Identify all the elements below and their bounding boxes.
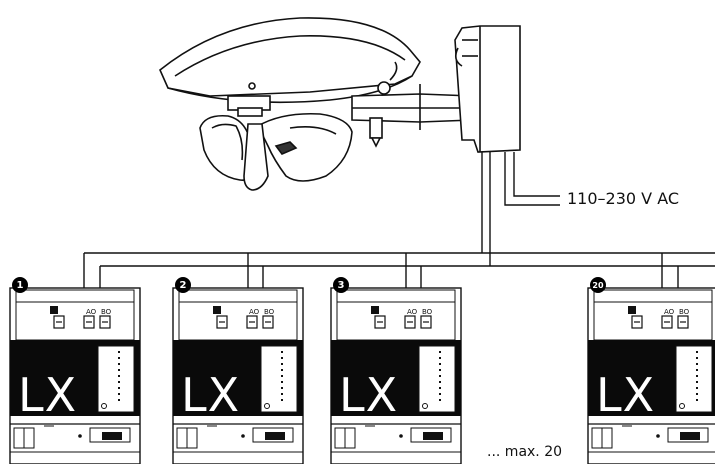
din-rail-module-icon: AO BO <box>9 287 141 465</box>
port-a-label: AO <box>86 308 97 316</box>
module-number-badge: 20 <box>590 277 606 293</box>
port-b-label: BO <box>422 308 433 316</box>
port-a-label: AO <box>249 308 260 316</box>
max-modules-label: ... max. 20 <box>487 444 563 460</box>
port-b-label: BO <box>101 308 112 316</box>
module-logo: LX <box>18 368 78 422</box>
module-number-badge: 1 <box>12 277 28 293</box>
port-b-label: BO <box>264 308 275 316</box>
module-number-badge: 3 <box>333 277 349 293</box>
module-logo: LX <box>339 368 399 422</box>
light-sensor-icon <box>159 17 521 191</box>
module-number-badge: 2 <box>175 277 191 293</box>
din-rail-module-icon: AO BO <box>587 287 715 465</box>
din-rail-module-icon: AO BO <box>330 287 462 465</box>
port-b-label: BO <box>679 308 690 316</box>
port-a-label: AO <box>664 308 675 316</box>
supply-voltage-label: 110–230 V AC <box>567 189 680 208</box>
port-a-label: AO <box>407 308 418 316</box>
module-logo: LX <box>596 368 656 422</box>
module-logo: LX <box>181 368 241 422</box>
din-rail-module-icon: AO BO <box>172 287 304 465</box>
